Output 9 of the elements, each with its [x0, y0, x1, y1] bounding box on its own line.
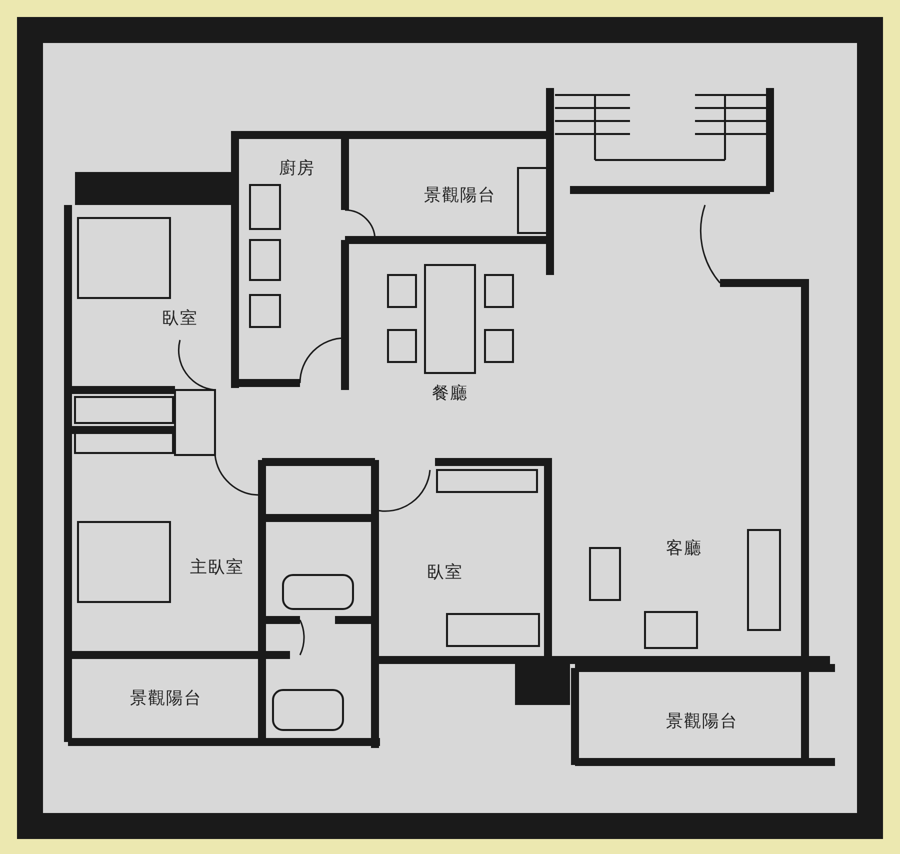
room-label: 景觀陽台	[424, 184, 496, 206]
room-label: 客廳	[666, 536, 702, 560]
room-label: 主臥室	[190, 556, 244, 578]
room-label: 廚房	[279, 156, 315, 180]
room-label: 臥室	[162, 306, 198, 330]
room-label: 餐廳	[432, 382, 468, 404]
room-label: 臥室	[427, 560, 463, 584]
room-label: 景觀陽台	[666, 710, 738, 732]
room-label: 景觀陽台	[130, 686, 202, 710]
